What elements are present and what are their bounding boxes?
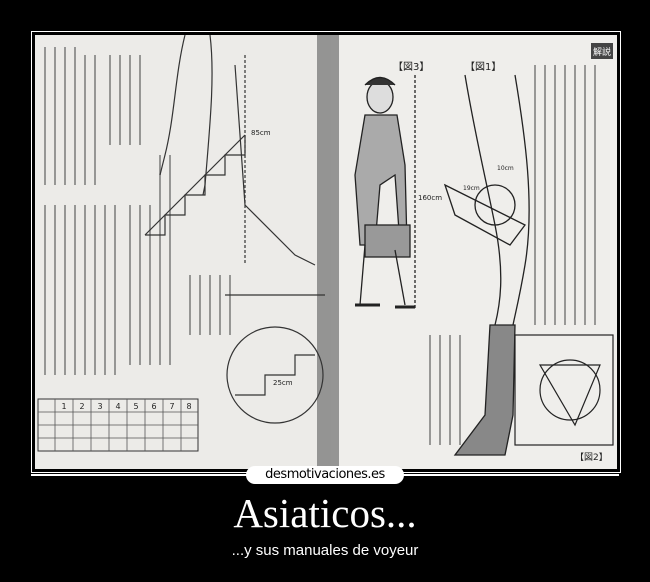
measure-19cm: 19cm bbox=[463, 185, 480, 192]
table-header-cell: 7 bbox=[169, 402, 174, 411]
figure-2-label: 【図2】 bbox=[575, 452, 608, 463]
site-logo: desmotivaciones.es bbox=[0, 466, 650, 484]
data-table: 1 2 3 4 5 6 7 8 bbox=[37, 398, 199, 452]
manga-manual-photo: 85cm 25cm 1 2 3 4 5 6 7 8 bbox=[35, 35, 617, 469]
table-header-cell: 2 bbox=[79, 402, 84, 411]
table-header-cell: 3 bbox=[97, 402, 102, 411]
logo-divider-right bbox=[400, 474, 619, 476]
table-header-cell: 1 bbox=[61, 402, 66, 411]
table-header-cell: 4 bbox=[115, 402, 120, 411]
table-header-cell: 5 bbox=[133, 402, 138, 411]
measure-10cm: 10cm bbox=[497, 165, 514, 172]
section-tag: 解説 bbox=[593, 46, 611, 58]
poster-subtitle: ...y sus manuales de voyeur bbox=[231, 542, 419, 559]
logo-divider-left bbox=[31, 474, 251, 476]
figure-1-label: 【図1】 bbox=[465, 61, 501, 73]
table-header-cell: 6 bbox=[151, 402, 156, 411]
book-spine bbox=[317, 35, 339, 469]
table-header-cell: 8 bbox=[186, 402, 191, 411]
site-logo-text: desmotivaciones.es bbox=[246, 466, 404, 484]
measure-160cm: 160cm bbox=[418, 194, 442, 202]
poster-title: Asiaticos... bbox=[233, 490, 417, 536]
measure-85cm: 85cm bbox=[251, 129, 271, 137]
measure-25cm: 25cm bbox=[273, 379, 293, 387]
figure-3-label: 【図3】 bbox=[393, 61, 429, 73]
